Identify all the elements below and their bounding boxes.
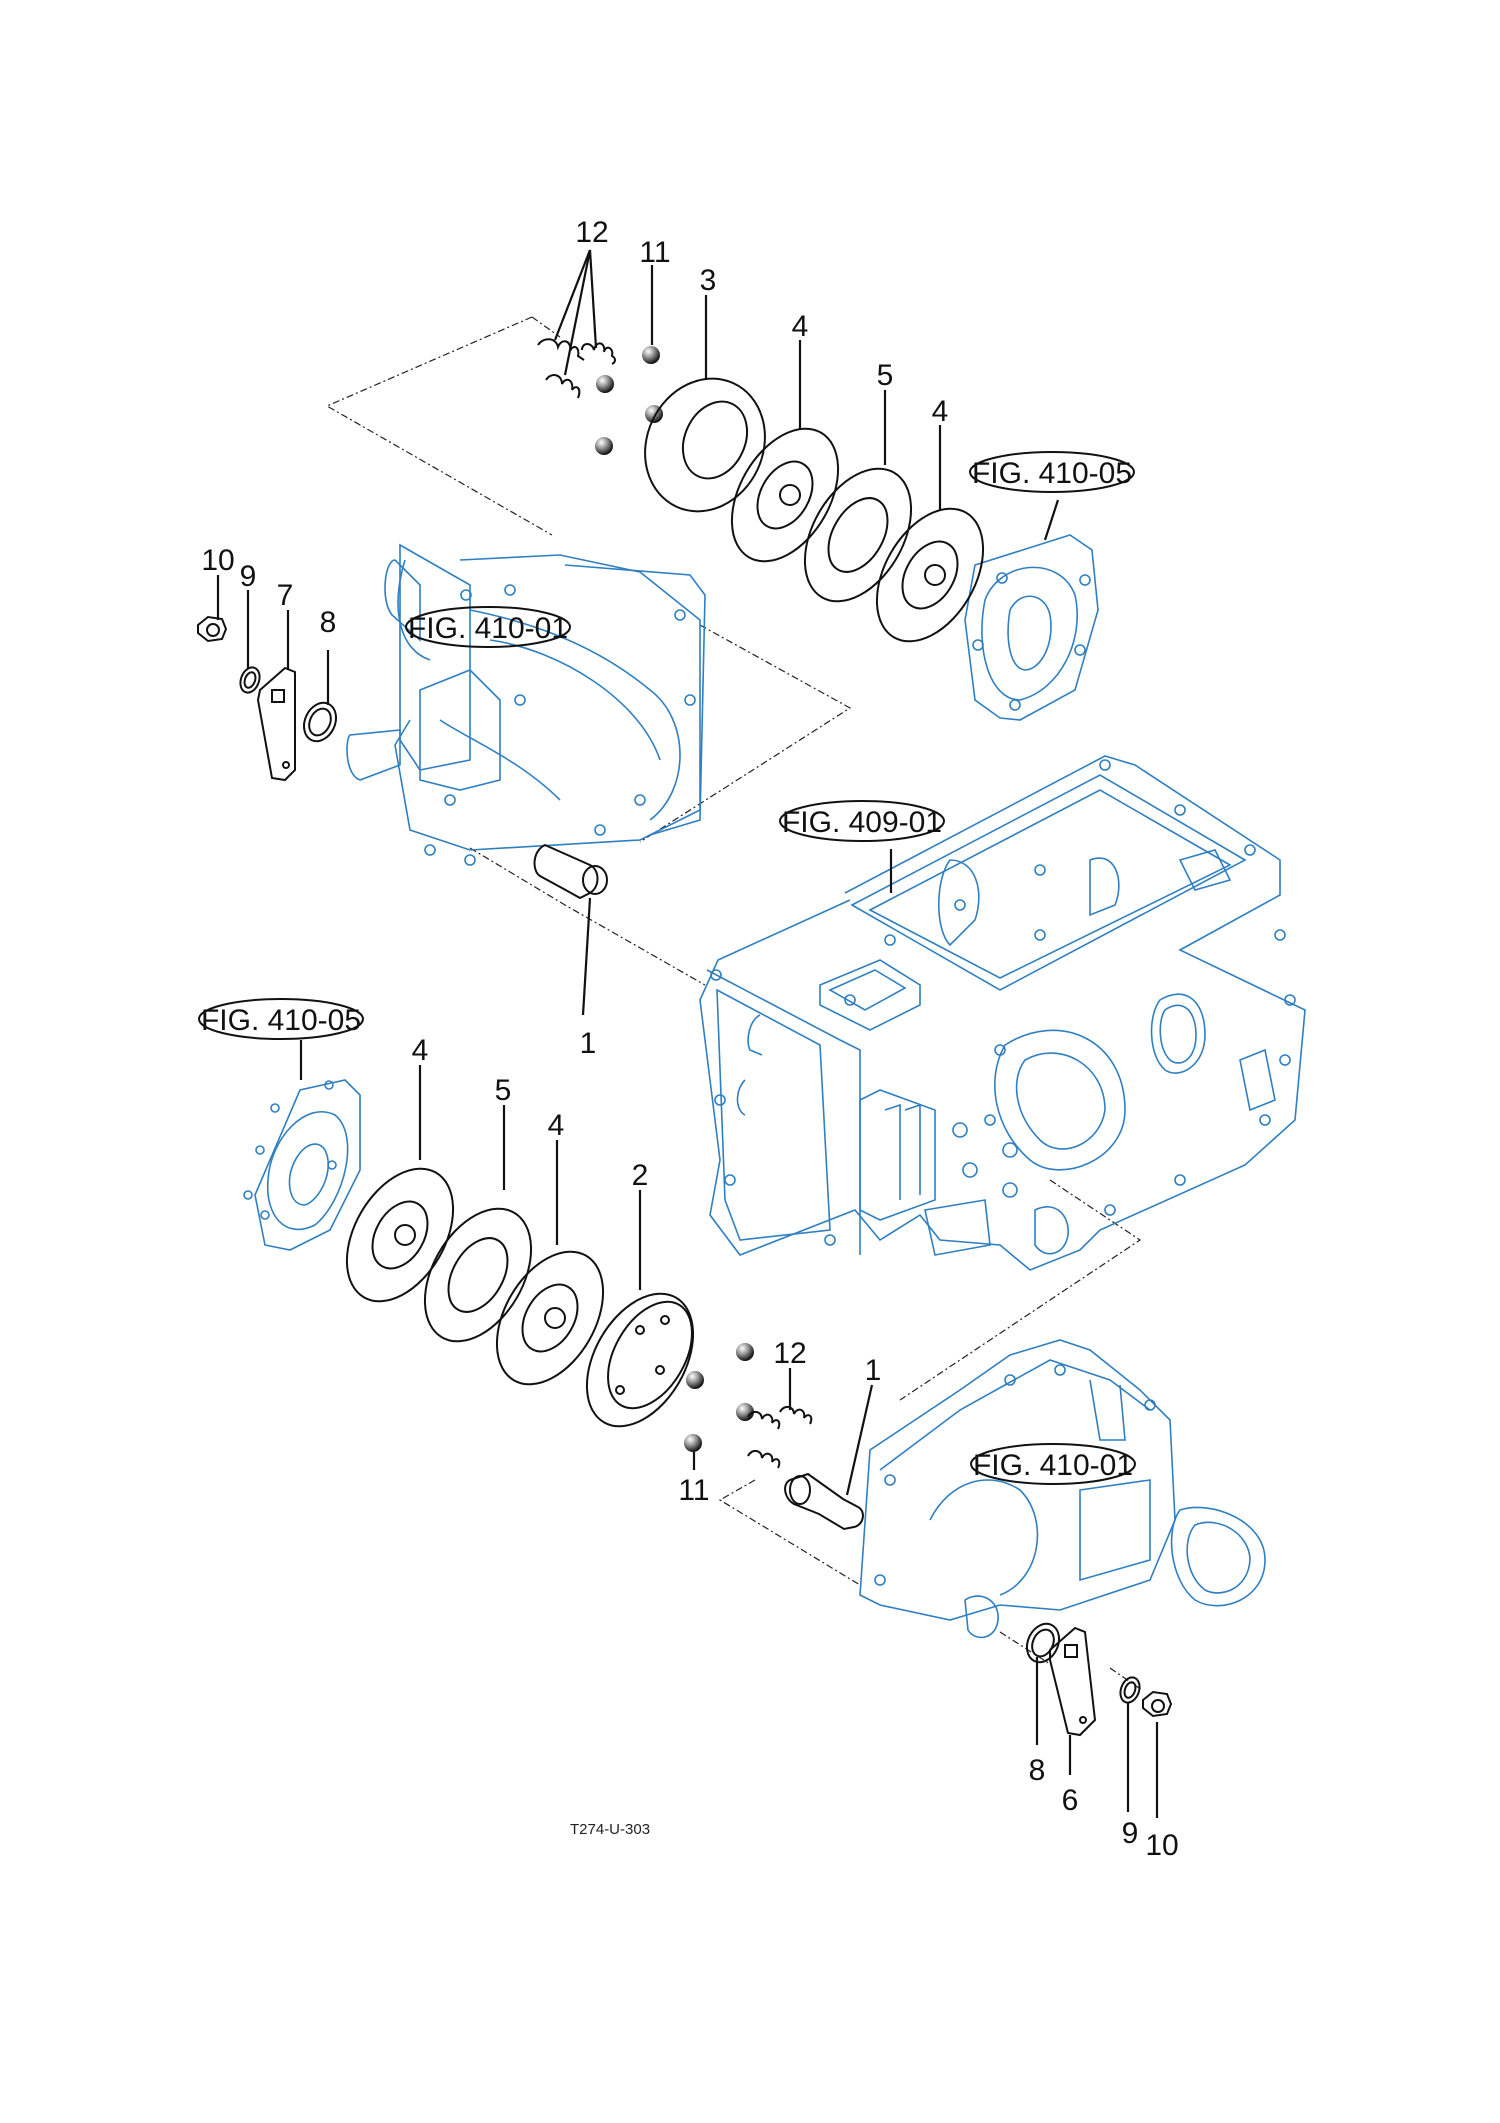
fig-ref-label: FIG. 409-01 [782, 806, 942, 839]
friction-disc-4b-top [875, 507, 985, 643]
callout-12: 12 [575, 216, 608, 249]
callout-2: 2 [632, 1159, 649, 1192]
callout-4: 4 [412, 1034, 429, 1067]
fig-ref-409-01[interactable]: FIG. 409-01 [779, 800, 945, 842]
fig-ref-label: FIG. 410-05 [972, 457, 1132, 490]
callout-8: 8 [1029, 1754, 1046, 1787]
assembly-dash-lines [325, 316, 1143, 1691]
callouts-top: 12 11 3 4 5 4 10 9 7 8 1 [201, 216, 948, 1060]
flange-bottom [243, 1079, 361, 1251]
callout-6: 6 [1062, 1784, 1079, 1817]
callout-7: 7 [277, 579, 294, 612]
seal-8-top [302, 701, 338, 743]
callout-9: 9 [1122, 1817, 1139, 1850]
callout-12: 12 [773, 1337, 806, 1370]
friction-disc-4a-top [730, 427, 840, 563]
callout-11: 11 [678, 1474, 709, 1507]
callout-5: 5 [495, 1074, 512, 1107]
callout-9: 9 [240, 560, 257, 593]
shaft-1-top [533, 843, 608, 900]
callout-10: 10 [1145, 1829, 1178, 1862]
fig-ref-top-410-05[interactable]: FIG. 410-05 [969, 451, 1135, 493]
springs-bottom [747, 1406, 813, 1469]
callout-1: 1 [580, 1027, 597, 1060]
diagram-code: T274-U-303 [570, 1821, 650, 1838]
steel-plate-5-top [803, 467, 913, 603]
callout-4: 4 [548, 1109, 565, 1142]
transmission-case [699, 755, 1306, 1271]
callout-8: 8 [320, 606, 337, 639]
friction-disc-4b-bottom [495, 1250, 605, 1386]
callout-10: 10 [201, 544, 234, 577]
shaft-1-bottom [784, 1472, 864, 1531]
nut-10-top [197, 615, 228, 643]
fig-ref-top-410-01[interactable]: FIG. 410-01 [405, 606, 571, 648]
callout-4: 4 [932, 395, 949, 428]
washer-9-bottom [1119, 1676, 1141, 1704]
steel-plate-5-bottom [423, 1207, 533, 1343]
fig-ref-label: FIG. 410-05 [201, 1004, 361, 1037]
lever-6-bottom [1049, 1626, 1097, 1737]
nut-10-bottom [1142, 1690, 1173, 1718]
callout-3: 3 [700, 264, 717, 297]
fig-ref-bottom-410-05[interactable]: FIG. 410-05 [198, 998, 364, 1040]
friction-disc-4a-bottom [345, 1167, 455, 1303]
plate-3-top [644, 377, 766, 513]
balls-bottom [684, 1343, 754, 1452]
callout-5: 5 [877, 359, 894, 392]
lever-7-top [256, 666, 296, 782]
balls-top [595, 346, 663, 455]
cam-plate-2-bottom [585, 1292, 695, 1428]
callout-4: 4 [792, 310, 809, 343]
springs-top [537, 338, 616, 399]
fig-ref-label: FIG. 410-01 [408, 612, 568, 645]
washer-9-top [239, 666, 261, 694]
callouts-bottom: 4 5 4 2 12 1 11 8 6 9 10 [412, 1034, 1179, 1862]
callout-1: 1 [865, 1354, 882, 1387]
fig-ref-label: FIG. 410-01 [973, 1449, 1133, 1482]
leader-lines [216, 249, 1159, 1818]
housing-bottom-right [859, 1339, 1266, 1639]
fig-ref-bottom-410-01[interactable]: FIG. 410-01 [970, 1443, 1136, 1485]
housing-top-left [346, 543, 706, 866]
callout-11: 11 [639, 236, 670, 269]
flange-top [964, 534, 1099, 721]
